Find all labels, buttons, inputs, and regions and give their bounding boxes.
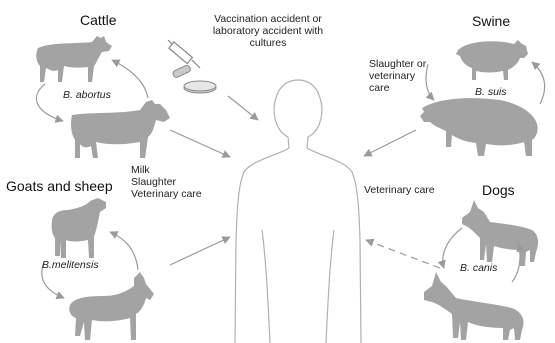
dogs-to-human-arrow [366, 240, 440, 268]
sheep-silhouette [52, 198, 106, 258]
goats-route-list: Milk Slaughter Veterinary care [131, 164, 202, 200]
swine-cycle-arrow-right [532, 62, 545, 104]
dogs-route-label: Veterinary care [364, 184, 435, 196]
human-figure [235, 80, 361, 343]
goats-to-human-arrow [170, 237, 230, 265]
dogs-species-label: B. canis [460, 262, 497, 274]
swine-top-silhouette [456, 40, 528, 80]
cattle-bottom-silhouette [71, 100, 170, 158]
swine-route-label: Slaughter or veterinary care [369, 58, 437, 94]
cattle-cycle-arrow-left [36, 84, 63, 121]
cattle-to-human-arrow [170, 130, 230, 157]
swine-species-label: B. suis [475, 86, 507, 98]
goats-route-slaughter: Slaughter [131, 176, 202, 188]
goats-species-label: B.melitensis [42, 259, 99, 271]
cattle-species-label: B. abortus [63, 89, 111, 101]
lab-route-label: Vaccination accident or laboratory accid… [198, 13, 338, 49]
goats-title: Goats and sheep [6, 178, 113, 194]
dogs-title: Dogs [482, 182, 515, 198]
syringe-icon [168, 40, 200, 68]
dog-bottom-silhouette [424, 272, 524, 340]
goats-cycle-arrow-right [110, 232, 138, 270]
goat-silhouette [69, 272, 154, 340]
cattle-title: Cattle [80, 12, 117, 28]
petri-dish-icon [184, 81, 216, 93]
cattle-top-silhouette [36, 36, 112, 82]
ampoule-icon [172, 64, 191, 78]
goats-route-veterinary: Veterinary care [131, 188, 202, 200]
swine-to-human-arrow [364, 130, 416, 156]
swine-title: Swine [472, 13, 510, 29]
cattle-cycle-arrow-right [112, 60, 148, 98]
goats-route-milk: Milk [131, 164, 202, 176]
dog-top-silhouette [462, 200, 538, 266]
lab-to-human-arrow [228, 96, 258, 120]
swine-bottom-silhouette [420, 98, 538, 156]
